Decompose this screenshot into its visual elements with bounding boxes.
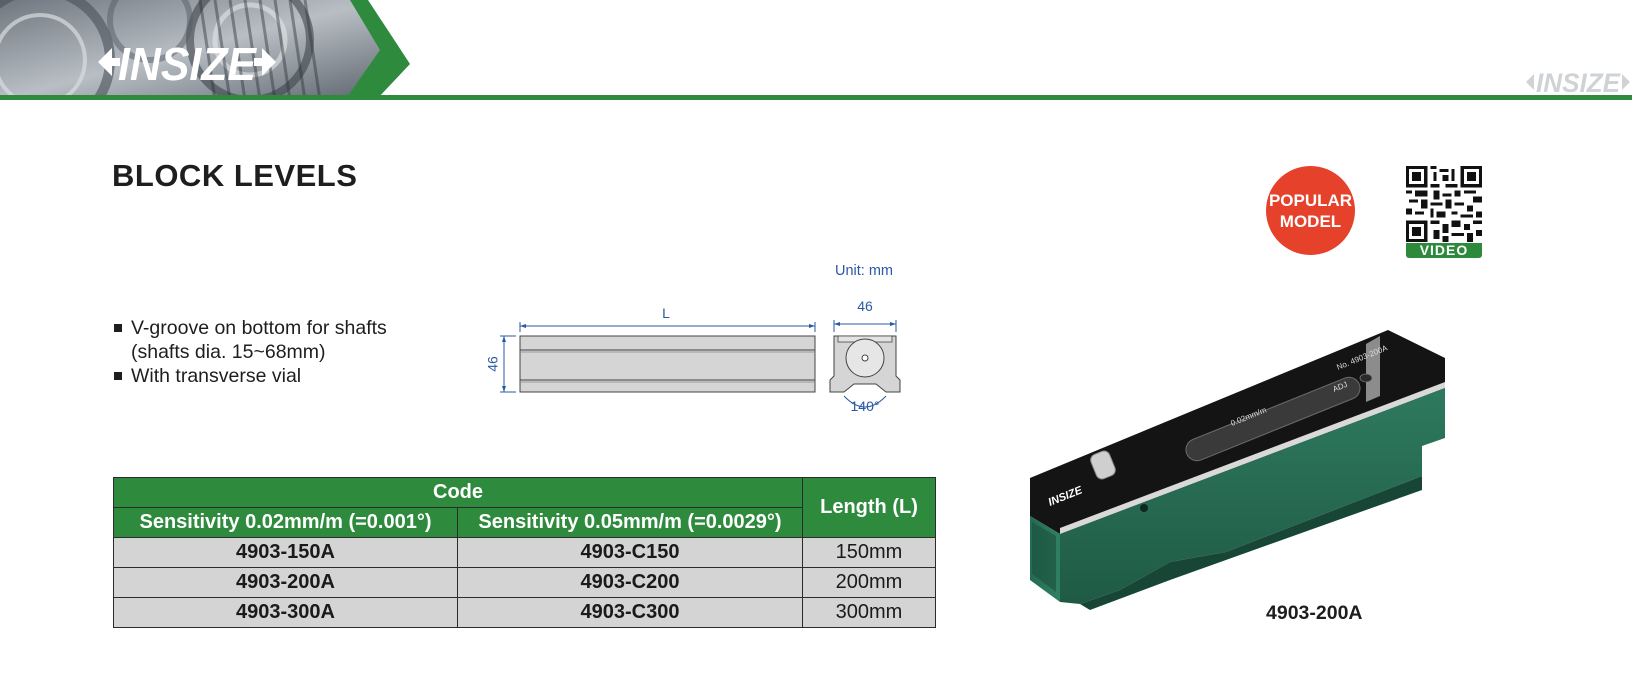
popular-model-badge: POPULAR MODEL (1266, 166, 1355, 255)
main-vial (1185, 376, 1361, 462)
feature-list: V-groove on bottom for shafts (shafts di… (112, 316, 387, 388)
length-cell: 200mm (802, 567, 936, 598)
page-title: BLOCK LEVELS (112, 158, 358, 193)
video-qr-code[interactable]: VIDEO (1406, 164, 1482, 258)
feature-continuation: (shafts dia. 15~68mm) (131, 341, 326, 363)
product-photo: INSIZE 0.02mm/m No. 4903-200A ADJ (1020, 330, 1460, 635)
popular-badge-line2: MODEL (1279, 211, 1342, 231)
table-header-row: Code Length (L) (113, 477, 936, 538)
length-column-header: Length (L) (802, 477, 936, 538)
length-cell: 150mm (802, 537, 936, 568)
table-subheader-row: Sensitivity 0.02mm/m (=0.001°) Sensitivi… (113, 507, 936, 538)
height-label: 46 (488, 356, 501, 372)
width-dimension (833, 320, 897, 332)
unit-label: Unit: mm (835, 263, 893, 279)
video-label: VIDEO (1406, 243, 1482, 258)
table-row: 4903-300A 4903-C300 300mm (113, 597, 936, 628)
side-view (519, 335, 816, 393)
qr-code-icon (1406, 166, 1482, 242)
header-banner: INSIZE INSIZE (0, 0, 1632, 100)
end-view (829, 335, 901, 393)
feature-item: With transverse vial (112, 364, 387, 388)
technical-drawing: L 46 46 140° (485, 296, 908, 431)
table-row: 4903-200A 4903-C200 200mm (113, 567, 936, 598)
code1-cell: 4903-300A (113, 597, 458, 628)
code2-cell: 4903-C300 (457, 597, 803, 628)
feature-item: V-groove on bottom for shafts (112, 316, 387, 340)
level-body (1060, 388, 1445, 604)
sensitivity-005-header: Sensitivity 0.05mm/m (=0.0029°) (457, 507, 803, 538)
width-label: 46 (857, 298, 873, 314)
length-cell: 300mm (802, 597, 936, 628)
length-label: L (662, 305, 670, 321)
block-level-drawing: L 46 46 140° (485, 298, 901, 414)
spec-table: Code Length (L) Sensitivity 0.02mm/m (=0… (113, 477, 936, 628)
code-group-header: Code (113, 477, 803, 508)
table-row: 4903-150A 4903-C150 150mm (113, 537, 936, 568)
code1-cell: 4903-200A (113, 567, 458, 598)
length-dimension (519, 322, 816, 332)
feature-text: With transverse vial (131, 365, 302, 387)
sensitivity-002-header: Sensitivity 0.02mm/m (=0.001°) (113, 507, 458, 538)
code2-cell: 4903-C200 (457, 567, 803, 598)
popular-badge-line1: POPULAR (1268, 190, 1353, 210)
watermark-logo: INSIZE (1536, 68, 1621, 98)
code1-cell: 4903-150A (113, 537, 458, 568)
product-caption: 4903-200A (1266, 602, 1363, 624)
gear-photo (0, 0, 380, 100)
code2-cell: 4903-C150 (457, 537, 803, 568)
cross-vial (1090, 450, 1116, 480)
adjust-screw-icon (1359, 373, 1373, 383)
angle-arc (843, 395, 887, 408)
banner-graphic: INSIZE INSIZE (0, 0, 1632, 100)
angle-label: 140° (851, 398, 880, 414)
height-dimension (500, 335, 516, 393)
feature-text: V-groove on bottom for shafts (131, 317, 387, 339)
brand-logo: INSIZE (118, 38, 257, 90)
block-level-product-image: INSIZE 0.02mm/m No. 4903-200A ADJ (1030, 330, 1445, 610)
